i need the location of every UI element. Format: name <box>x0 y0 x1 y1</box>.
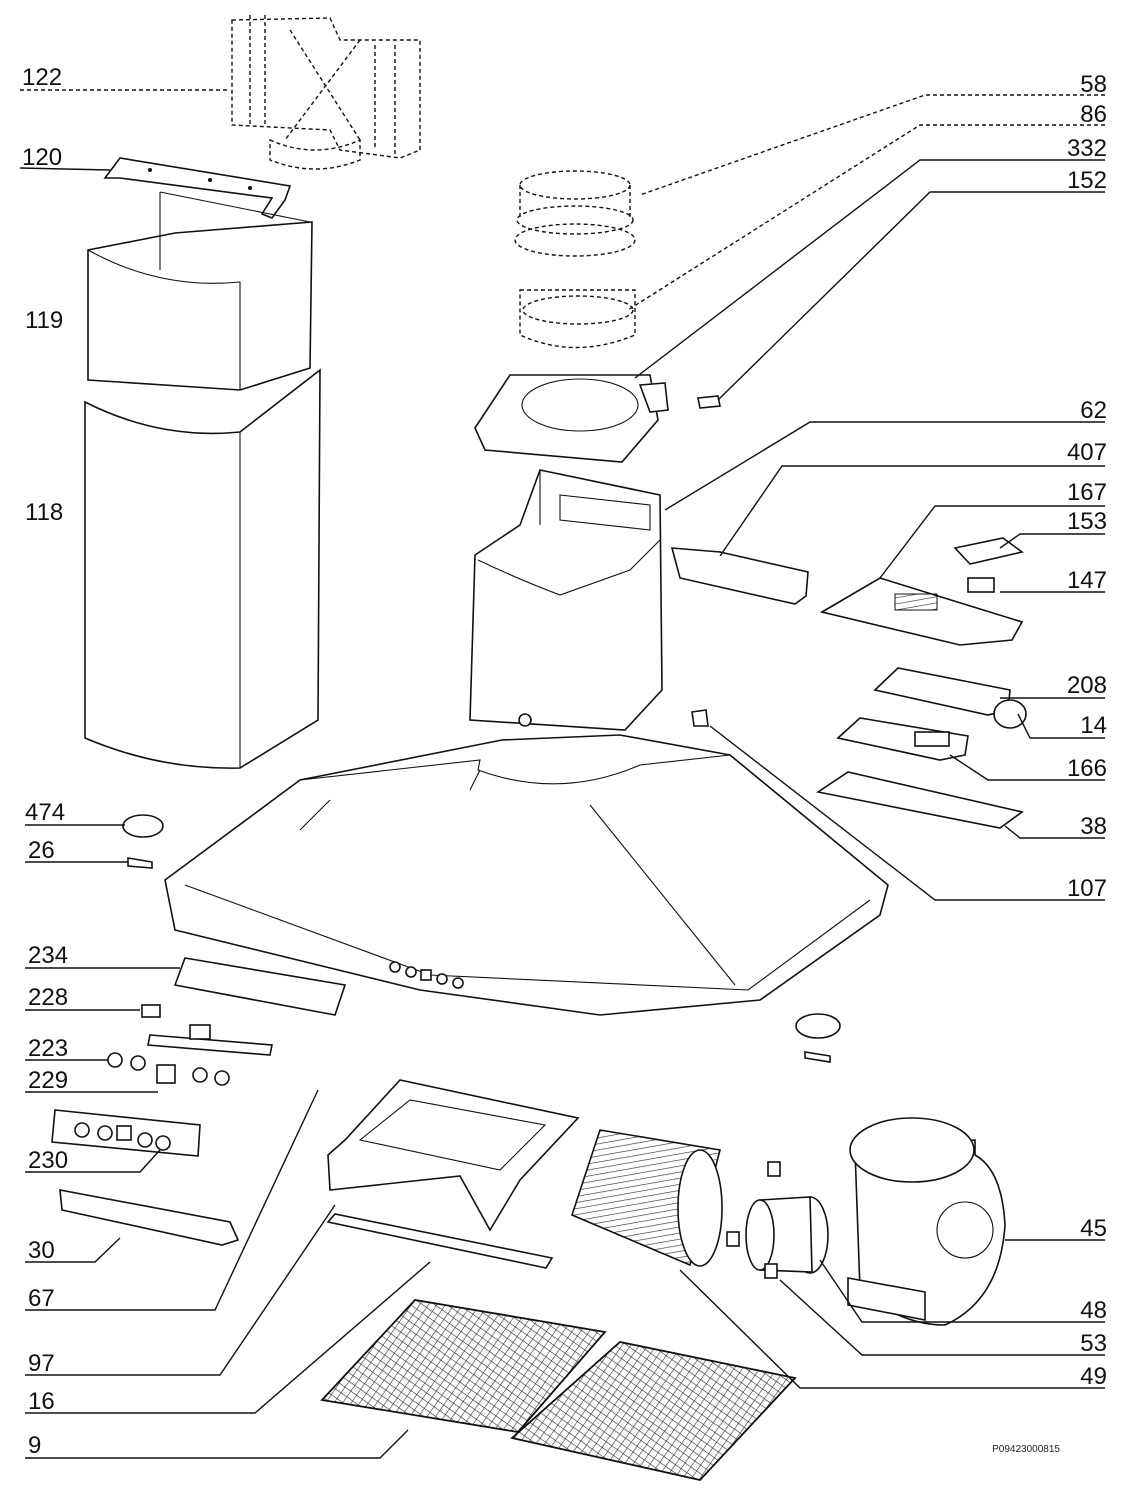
chimney-bracket <box>103 157 292 219</box>
blower-housing <box>847 1117 1006 1326</box>
hood-canopy <box>164 734 889 1016</box>
label-208: 208 <box>1067 672 1107 699</box>
label-86: 86 <box>1080 101 1107 128</box>
label-97: 97 <box>28 1350 55 1377</box>
label-14: 14 <box>1080 712 1107 739</box>
label-332: 332 <box>1067 135 1107 162</box>
label-62: 62 <box>1080 397 1107 424</box>
control-board-assembly <box>819 537 1024 646</box>
label-53: 53 <box>1080 1330 1107 1357</box>
label-122: 122 <box>22 64 62 91</box>
label-38: 38 <box>1080 813 1107 840</box>
label-230: 230 <box>28 1147 68 1174</box>
support-bracket <box>670 547 809 605</box>
control-panel-parts <box>51 957 347 1246</box>
reducer-rings <box>514 170 636 349</box>
label-107: 107 <box>1067 875 1107 902</box>
label-58: 58 <box>1080 71 1107 98</box>
label-166: 166 <box>1067 755 1107 782</box>
label-26: 26 <box>28 837 55 864</box>
duct-adapter <box>231 15 421 170</box>
lower-chimney <box>84 368 321 769</box>
clip <box>691 709 709 727</box>
lamp-holder-left <box>122 814 164 869</box>
drawing-code: P09423000815 <box>992 1444 1060 1455</box>
label-49: 49 <box>1080 1363 1107 1390</box>
label-167: 167 <box>1067 479 1107 506</box>
fan-wheel <box>571 1129 723 1267</box>
label-16: 16 <box>28 1388 55 1415</box>
label-119: 119 <box>25 307 63 334</box>
label-474: 474 <box>25 799 65 826</box>
label-120: 120 <box>22 144 62 171</box>
mounting-strip <box>326 1213 554 1269</box>
label-118: 118 <box>25 499 63 526</box>
transformer-box <box>873 667 1011 716</box>
mounting-frame <box>327 1079 580 1232</box>
label-67: 67 <box>28 1285 55 1312</box>
upper-chimney <box>87 191 313 391</box>
label-234: 234 <box>28 942 68 969</box>
label-153: 153 <box>1067 508 1107 535</box>
power-pcb <box>836 699 1027 761</box>
grease-filter-left <box>320 1299 607 1433</box>
motor-housing <box>469 469 663 731</box>
label-147: 147 <box>1067 567 1107 594</box>
label-45: 45 <box>1080 1215 1107 1242</box>
part-labels: 122 120 119 118 474 26 234 228 223 229 2… <box>22 64 1107 1459</box>
fan-motor <box>726 1161 829 1279</box>
label-228: 228 <box>28 984 68 1011</box>
channel-cover <box>815 771 1024 829</box>
label-48: 48 <box>1080 1297 1107 1324</box>
label-407: 407 <box>1067 439 1107 466</box>
grease-filter-right <box>510 1341 797 1481</box>
label-152: 152 <box>1067 167 1107 194</box>
label-30: 30 <box>28 1237 55 1264</box>
lamp-holder-right <box>795 1013 841 1063</box>
outlet-flange <box>474 374 721 463</box>
label-229: 229 <box>28 1067 68 1094</box>
label-223: 223 <box>28 1035 68 1062</box>
label-9: 9 <box>28 1432 41 1459</box>
leader-lines <box>19 89 1105 1459</box>
